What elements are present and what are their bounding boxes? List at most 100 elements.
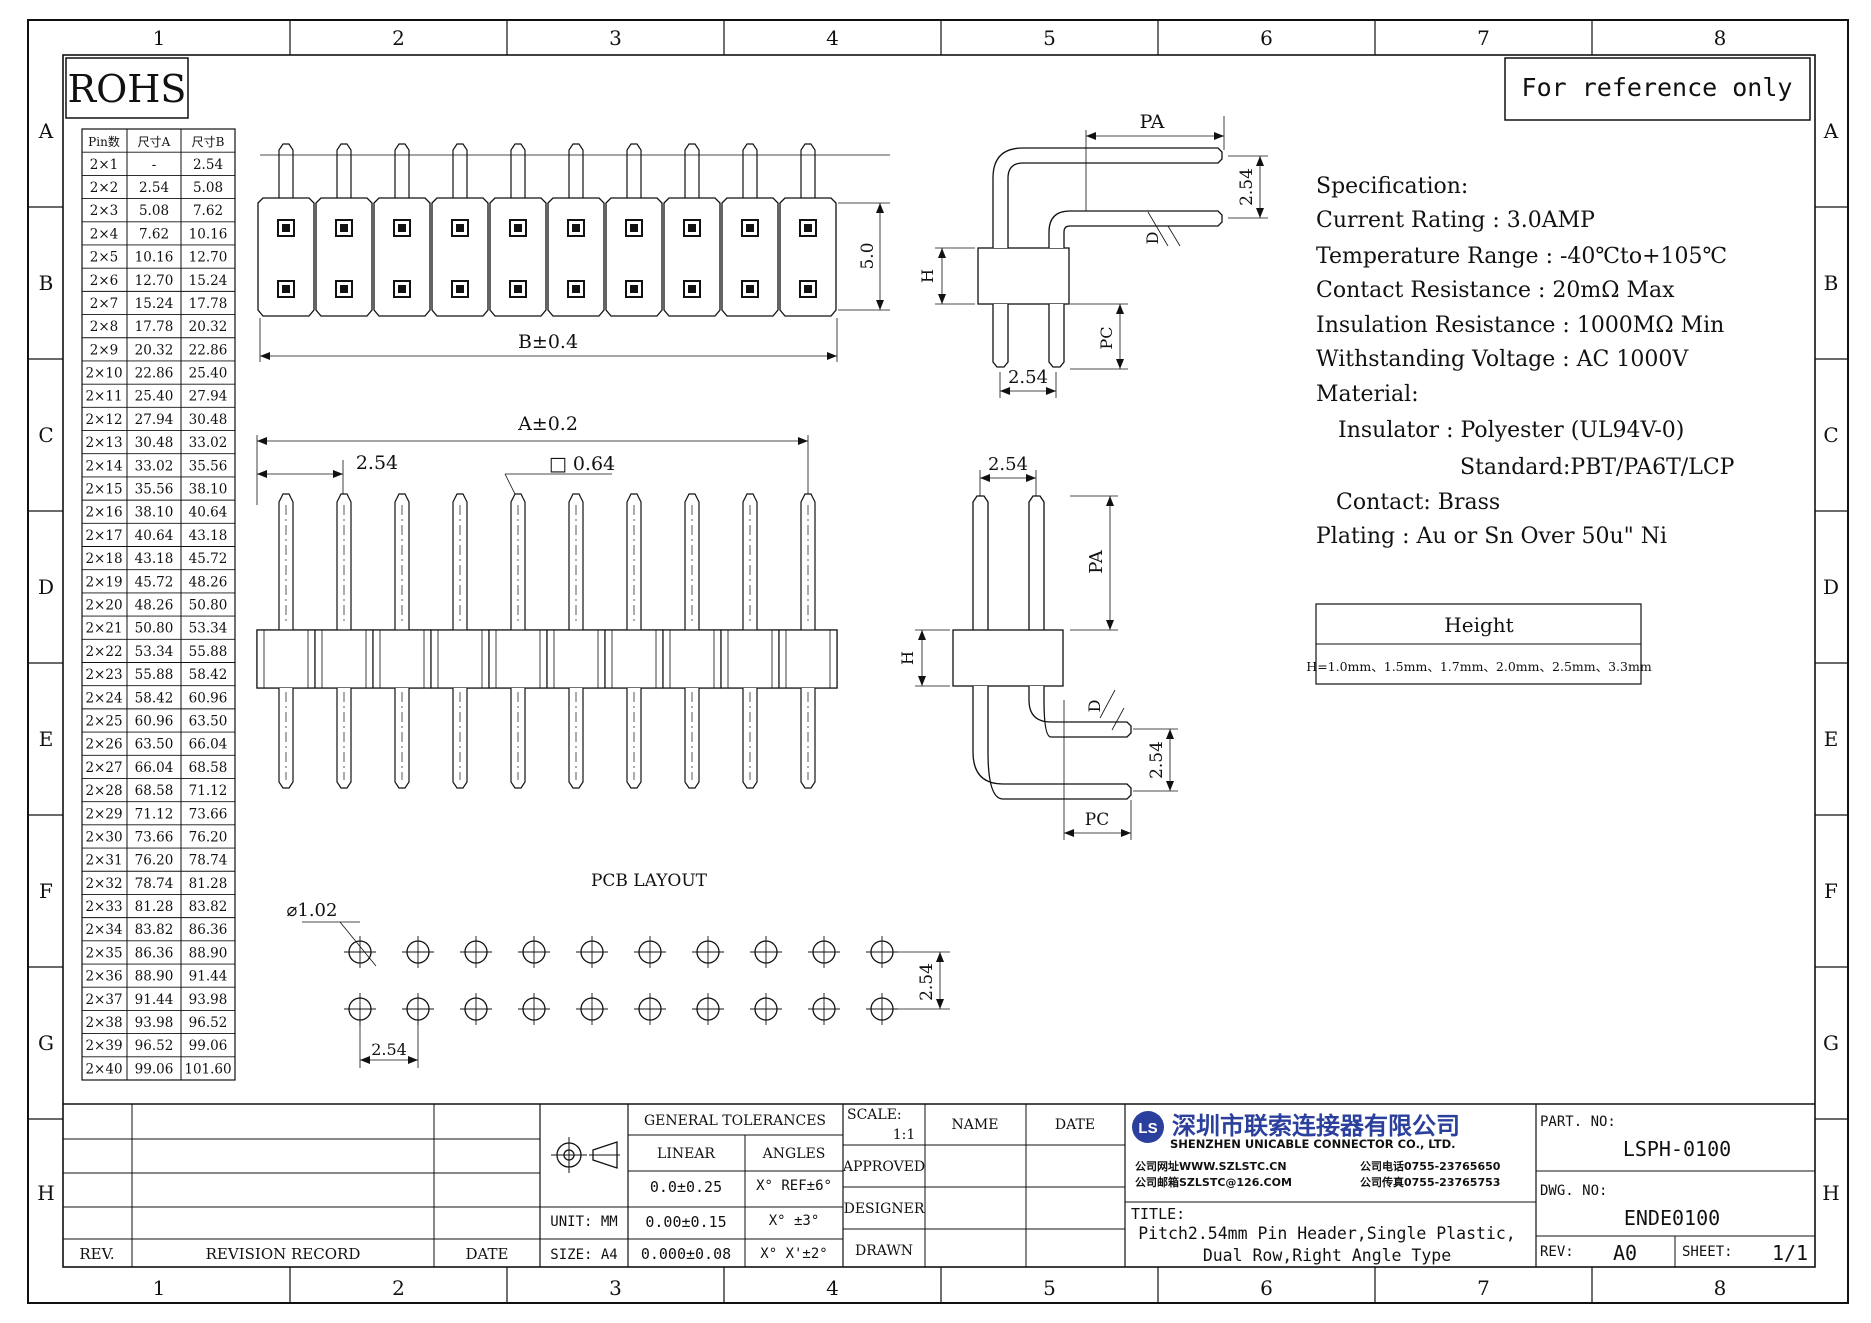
frame-row-label-right: C [1823,423,1838,447]
frame-row-label-right: E [1824,727,1839,751]
angles-label: ANGLES [762,1146,826,1162]
top-view: 5.0 B±0.4 [257,143,890,362]
pin-table-cell: 63.50 [135,737,174,753]
title-block: REV. REVISION RECORD DATE UNIT: MM SIZE:… [63,1103,1815,1267]
height-title: Height [1444,613,1513,637]
frame-row-label-left: G [38,1031,54,1055]
pin-table-cell: 2×34 [85,922,122,938]
pin-table-cell: 96.52 [135,1038,174,1054]
pin-table-cell: 2×15 [85,482,122,498]
company-name-cn: 深圳市联索连接器有限公司 [1172,1112,1460,1140]
pin-table-cell: 76.20 [189,829,228,845]
pin-table-cell: 60.96 [135,713,174,729]
pin-table-cell: 88.90 [189,945,228,961]
pin-table-cell: 48.26 [135,598,174,614]
pin-table-cell: 12.70 [189,250,228,266]
linear-label: LINEAR [657,1146,715,1162]
pin-table-cell: 2×19 [85,574,122,590]
sheet-label: SHEET: [1682,1244,1733,1260]
frame-row-label-left: C [38,423,53,447]
pin-table-cell: 2×12 [85,412,122,428]
dim-d-upper: D [1143,232,1162,245]
name-column-label: NAME [952,1117,999,1133]
pcb-hole [866,993,898,1025]
reference-note: For reference only [1522,73,1793,102]
revision-record-label: REVISION RECORD [206,1245,361,1263]
pin-table-cell: 55.88 [135,667,174,683]
height-table: Height H=1.0mm、1.5mm、1.7mm、2.0mm、2.5mm、3… [1306,603,1652,685]
pin-table-cell: 83.82 [189,899,228,915]
pcb-hole [634,993,666,1025]
dim-pin-square: □ 0.64 [549,453,615,475]
frame-column-label-top: 8 [1714,26,1727,50]
pin-table-cell: 2×33 [85,899,122,915]
pin-table-cell: 2×24 [85,690,122,706]
size-label: SIZE: A4 [550,1247,617,1263]
company-logo-icon: LS [1132,1111,1164,1143]
pin-table-cell: 86.36 [135,945,174,961]
angle-tol-1: X° REF±6° [756,1178,832,1194]
pin-table-cell: 2×37 [85,992,122,1008]
pin-table-cell: 25.40 [135,389,174,405]
frame-row-label-right: D [1823,575,1839,599]
revision-value: A0 [1613,1241,1637,1265]
pin-table-cell: 2×29 [85,806,122,822]
dim-pitch-upper-right: 2.54 [1237,168,1257,206]
dim-h-lower: H [898,651,917,665]
pcb-hole [692,936,724,968]
spec-current: Current Rating : 3.0AMP [1316,208,1595,233]
frame-column-label-bottom: 5 [1043,1276,1056,1300]
pin-table-cell: 68.58 [135,783,174,799]
pin-table-cell: 43.18 [135,551,174,567]
dim-d-lower: D [1085,700,1104,713]
linear-tol-2: 0.00±0.15 [645,1213,726,1231]
company-fax: 公司传真0755-23765753 [1360,1175,1500,1189]
pin-table-cell: 2×16 [85,505,122,521]
pin-table-cell: 35.56 [135,482,174,498]
pin-table-header-b: 尺寸B [192,135,225,149]
pcb-hole [808,936,840,968]
spec-standard: Standard:PBT/PA6T/LCP [1460,455,1735,480]
pcb-layout-title: PCB LAYOUT [591,871,708,891]
pin-table-cell: 2×21 [85,621,122,637]
scale-value: 1:1 [893,1127,916,1143]
pin-table-cell: 88.90 [135,969,174,985]
pin-table-cell: 53.34 [189,621,228,637]
pin-table-cell: 20.32 [189,319,228,335]
pin-table-cell: 96.52 [189,1015,228,1031]
pin-table-cell: 33.02 [189,435,228,451]
dim-h-upper: H [918,269,937,283]
title-label: TITLE: [1131,1205,1185,1223]
pcb-hole [634,936,666,968]
pcb-hole [750,993,782,1025]
spec-temperature: Temperature Range : -40℃to+105℃ [1316,244,1727,269]
pin-table-cell: 2×32 [85,876,122,892]
pin-table-cell: 86.36 [189,922,228,938]
frame-column-label-top: 5 [1043,26,1056,50]
pin-table-cell: 71.12 [189,783,228,799]
pin-table-cell: 45.72 [135,574,174,590]
pin-table-cell: 2×10 [85,366,122,382]
spec-title: Specification: [1316,174,1468,199]
rev-field-label: REV: [1540,1244,1574,1260]
pin-table-cell: 71.12 [135,806,174,822]
frame-row-label-right: F [1824,879,1838,903]
pin-table-cell: - [152,157,157,173]
pcb-hole [808,993,840,1025]
specification-block: Specification: Current Rating : 3.0AMP T… [1316,174,1735,549]
dim-pitch-lower-right: 2.54 [1147,741,1167,779]
pin-table-header-a: 尺寸A [138,135,171,149]
